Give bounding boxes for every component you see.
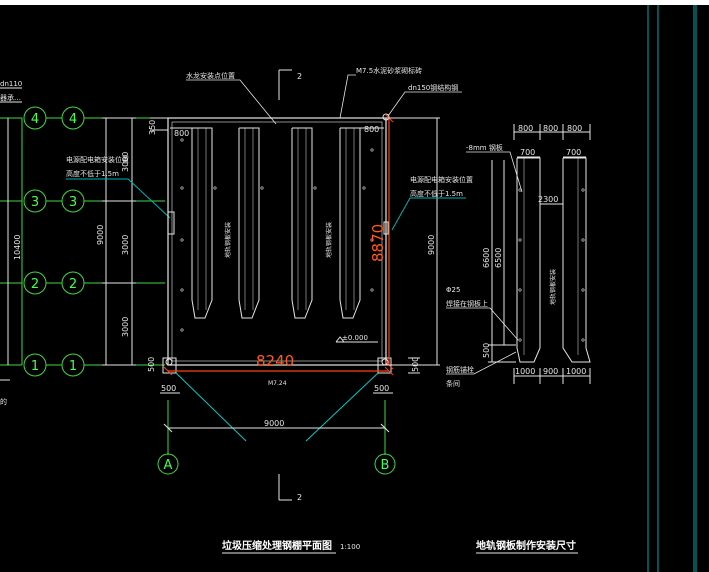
detail-mid-dim: 2300 bbox=[538, 195, 558, 204]
detail-anchor-1: 钢筋锚栓 bbox=[446, 365, 474, 374]
section-mark-bottom: 2 bbox=[297, 493, 302, 502]
grid-label-2-col1: 2 bbox=[31, 277, 39, 292]
grid-label-3-col1: 3 bbox=[31, 195, 39, 210]
detail-bottom-dim-2: 900 bbox=[543, 367, 558, 376]
detail-top-dim-3: 800 bbox=[567, 124, 582, 133]
detail-height-1: 6600 bbox=[482, 248, 491, 268]
detail-sub-dim-1: 700 bbox=[520, 148, 535, 157]
dim-span-red: 8240 bbox=[256, 352, 294, 370]
grid-axis-2-col2 bbox=[61, 271, 85, 295]
dim-left-350: 350 bbox=[148, 120, 157, 135]
power-box-left-line2: 高度不低于1.5m bbox=[66, 169, 119, 178]
trough-1 bbox=[191, 127, 213, 319]
pier-top-right bbox=[382, 113, 390, 121]
grid-axis-3-col2 bbox=[61, 189, 85, 213]
red-dim-height: 8870 9000 bbox=[369, 113, 440, 370]
left-cutoff-drawing: dn110 器承… 10400 的 bbox=[0, 80, 23, 406]
grid-axis-a bbox=[157, 453, 179, 475]
side-detail: 800 800 800 700 700 地轨钢板安装 2300 -8mm 钢板 bbox=[446, 124, 591, 388]
grid-label-b: B bbox=[381, 458, 390, 473]
grid-label-1-col2: 1 bbox=[69, 359, 77, 374]
detail-rebar-2: 焊接在钢板上 bbox=[446, 299, 488, 308]
detail-sub-dim-2: 700 bbox=[566, 148, 581, 157]
red-dim-span: 8240 M7.24 500 500 bbox=[147, 352, 420, 387]
power-box-left-symbol bbox=[167, 211, 175, 235]
left-top-label-2: 器承… bbox=[0, 93, 21, 102]
window-top-edge bbox=[0, 0, 709, 5]
grid-label-3-col2: 3 bbox=[69, 195, 77, 210]
bottom-diagonals bbox=[175, 372, 379, 442]
detail-bottom-dim-3: 1000 bbox=[566, 367, 586, 376]
section-mark-top: 2 bbox=[297, 72, 302, 81]
grid-label-a: A bbox=[164, 458, 173, 473]
trough-3 bbox=[291, 127, 313, 319]
left-bottom-label: 的 bbox=[0, 397, 7, 406]
grid-label-2-col2: 2 bbox=[69, 277, 77, 292]
grid-axis-1-col2 bbox=[61, 353, 85, 377]
grid-axes-left: 4 3 2 1 4 3 2 1 bbox=[23, 106, 165, 377]
detail-top-dim-1: 800 bbox=[518, 124, 533, 133]
power-box-right-note: 电源配电箱安装位置 高度不低于1.5m bbox=[383, 175, 473, 235]
dim-row-1: 3000 bbox=[121, 317, 130, 337]
grid-axis-4-col1 bbox=[23, 106, 47, 130]
titles: 垃圾压缩处理钢棚平面图 1:100 地轨钢板制作安装尺寸 bbox=[222, 539, 578, 554]
shed-outline bbox=[167, 117, 387, 366]
dim-pier-right: 500 bbox=[374, 384, 389, 393]
top-small-dims: 350 800 800 bbox=[148, 117, 384, 138]
left-dimension-chains: 9000 3000 3000 3000 bbox=[96, 117, 136, 366]
dim-right-bottom-500: 500 bbox=[411, 357, 420, 372]
top-annotations: 水龙安装点位置 M7.5水泥砂浆砌标砖 dn150钢结构钢 bbox=[186, 66, 462, 125]
trough-label-a: 地轨钢板安装 bbox=[224, 222, 232, 258]
detail-anchor-2: 条间 bbox=[446, 379, 460, 388]
power-box-right-line1: 电源配电箱安装位置 bbox=[410, 175, 473, 184]
grid-axis-4-col2 bbox=[61, 106, 85, 130]
grid-label-4-col1: 4 bbox=[31, 112, 39, 127]
grid-axis-2-col1 bbox=[23, 271, 47, 295]
dim-left-bottom-500: 500 bbox=[147, 357, 156, 372]
dim-span-bottom: 9000 bbox=[264, 419, 284, 428]
viewport-borders bbox=[647, 5, 697, 572]
detail-plate-label: -8mm 钢板 bbox=[466, 143, 503, 152]
level-mark: ±0.000 bbox=[342, 334, 368, 342]
dim-total-right: 9000 bbox=[427, 235, 436, 255]
left-vertical-dim: 10400 bbox=[13, 235, 22, 260]
note-mortar-brick: M7.5水泥砂浆砌标砖 bbox=[356, 66, 422, 75]
detail-bottom-500: 500 bbox=[482, 343, 491, 358]
left-top-label-1: dn110 bbox=[0, 80, 22, 88]
note-pipe: dn150钢结构钢 bbox=[408, 83, 458, 92]
main-plan: 地轨钢板安装 地轨钢板安装 ±0.000 2 2 bbox=[162, 69, 392, 502]
detail-bottom-dim-1: 1000 bbox=[515, 367, 535, 376]
dim-row-3: 3000 bbox=[121, 152, 130, 172]
trough-4 bbox=[339, 127, 361, 319]
detail-trough-label: 地轨钢板安装 bbox=[549, 269, 557, 305]
trough-label-b: 地轨钢板安装 bbox=[325, 222, 333, 258]
dim-total-left: 9000 bbox=[96, 225, 105, 245]
main-title: 垃圾压缩处理钢棚平面图 bbox=[222, 539, 332, 552]
dim-pier-left: 500 bbox=[161, 384, 176, 393]
grid-axis-1-col1 bbox=[23, 353, 47, 377]
grid-axis-3-col1 bbox=[23, 189, 47, 213]
grid-label-1-col1: 1 bbox=[31, 359, 39, 374]
power-box-left-line1: 电源配电箱安装位置 bbox=[66, 155, 129, 164]
grid-axis-b bbox=[374, 453, 396, 475]
grid-label-4-col2: 4 bbox=[69, 112, 77, 127]
power-box-right-line2: 高度不低于1.5m bbox=[410, 189, 463, 198]
pier-width-dims: 500 500 bbox=[160, 384, 393, 394]
wall-code: M7.24 bbox=[268, 380, 287, 387]
dim-left-800: 800 bbox=[174, 129, 189, 138]
detail-height-2: 6500 bbox=[494, 248, 503, 268]
trough-2 bbox=[238, 127, 260, 319]
detail-top-dim-2: 800 bbox=[543, 124, 558, 133]
dim-row-2: 3000 bbox=[121, 235, 130, 255]
main-scale: 1:100 bbox=[340, 543, 360, 551]
detail-title: 地轨钢板制作安装尺寸 bbox=[476, 539, 576, 552]
dim-right-800: 800 bbox=[364, 125, 379, 134]
bottom-span-dim: 9000 A B bbox=[157, 400, 396, 475]
note-water-valve: 水龙安装点位置 bbox=[186, 71, 235, 80]
dim-height-red: 8870 bbox=[369, 224, 387, 262]
detail-rebar-1: Φ25 bbox=[446, 286, 460, 294]
